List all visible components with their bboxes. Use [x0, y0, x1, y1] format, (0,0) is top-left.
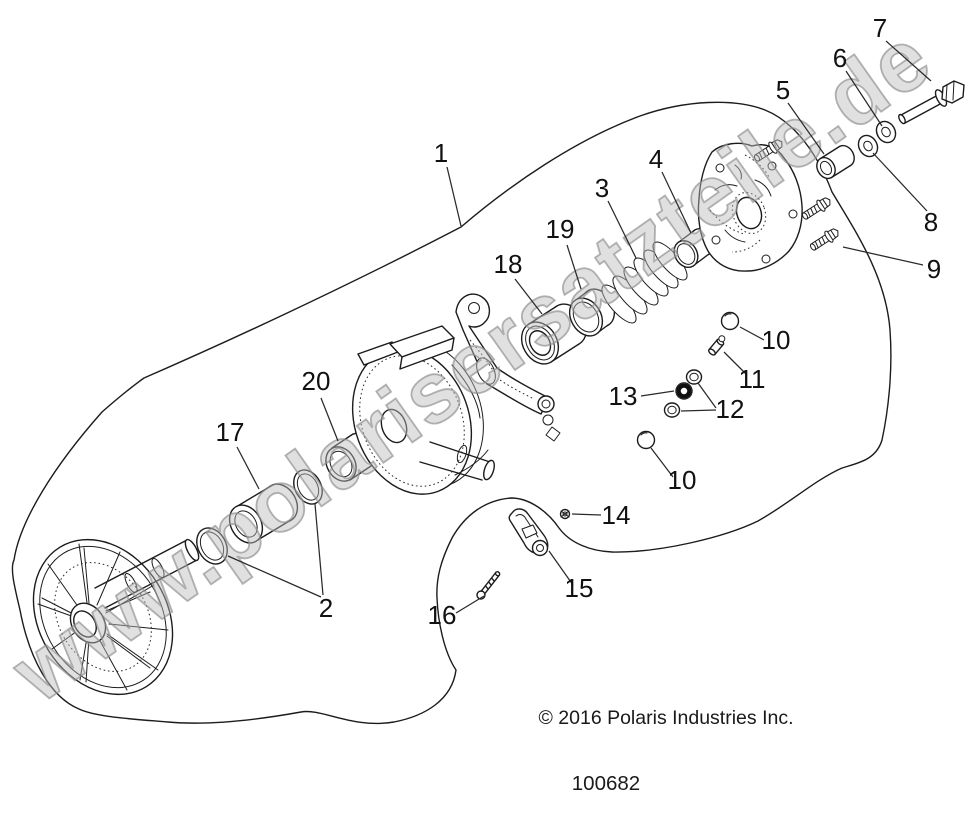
o-ring-rear — [293, 469, 323, 505]
callout-label: 17 — [216, 417, 245, 447]
assembly-outline — [11, 101, 892, 725]
watermark: www.polarisersatzteile.de — [0, 8, 949, 722]
callout-label: 7 — [873, 13, 887, 43]
copyright-text: © 2016 Polaris Industries Inc. — [539, 707, 794, 729]
callout-2: 2 — [227, 503, 333, 623]
callout-6: 6 — [833, 43, 883, 127]
callout-20: 20 — [302, 366, 339, 442]
movable-sheave — [351, 293, 561, 495]
callout-label: 10 — [762, 325, 791, 355]
spacer-17 — [228, 483, 299, 544]
callout-label: 13 — [609, 381, 638, 411]
washer-6 — [875, 120, 897, 144]
callout-label: 11 — [739, 364, 766, 394]
callouts: 1 2 3 4 5 6 7 8 — [216, 13, 942, 630]
lever-15 — [508, 508, 549, 557]
callout-8: 8 — [872, 152, 938, 237]
callout-label: 9 — [927, 254, 941, 284]
bolt-7 — [898, 80, 965, 125]
fixed-sheave-fan — [32, 538, 200, 696]
callout-1: 1 — [434, 138, 462, 227]
footer: © 2016 Polaris Industries Inc. 100682 — [539, 707, 794, 795]
callout-7: 7 — [873, 13, 932, 82]
callout-15: 15 — [548, 550, 594, 603]
callout-18: 18 — [494, 249, 543, 315]
callout-label: 4 — [649, 144, 663, 174]
ball-10-lower — [636, 430, 656, 450]
callout-11: 11 — [723, 351, 766, 394]
spider-arm — [455, 293, 561, 442]
callout-label: 20 — [302, 366, 331, 396]
callout-4: 4 — [649, 144, 692, 234]
washer-8 — [857, 134, 879, 158]
o-ring-front — [196, 527, 228, 565]
callout-label: 12 — [716, 394, 745, 424]
callout-14: 14 — [571, 500, 631, 530]
pin-11 — [708, 335, 726, 356]
ring-13 — [675, 382, 693, 400]
callout-label: 14 — [602, 500, 631, 530]
cover-plate — [697, 142, 803, 272]
callout-12: 12 — [680, 382, 745, 424]
callout-label: 2 — [319, 593, 333, 623]
callout-10-lower: 10 — [650, 447, 697, 495]
spacer-5 — [816, 144, 855, 180]
callout-13: 13 — [609, 381, 675, 411]
sheave-tower — [357, 325, 455, 370]
callout-label: 5 — [776, 75, 790, 105]
clutch-shaft — [94, 538, 200, 609]
callout-16: 16 — [428, 595, 485, 630]
ring-12-upper — [685, 369, 703, 385]
callout-10-upper: 10 — [739, 325, 791, 355]
ring-12-lower — [663, 402, 681, 418]
fan-blades — [37, 543, 169, 691]
pin-16 — [476, 571, 501, 600]
callout-label: 18 — [494, 249, 523, 279]
callout-17: 17 — [216, 417, 260, 490]
drive-spring — [601, 241, 688, 324]
callout-9: 9 — [842, 246, 941, 284]
callout-label: 15 — [565, 573, 594, 603]
callout-label: 19 — [546, 214, 575, 244]
callout-label: 3 — [595, 173, 609, 203]
callout-5: 5 — [776, 75, 825, 155]
sheave-hub-post — [419, 441, 495, 481]
ball-10-upper — [720, 311, 740, 331]
callout-19: 19 — [546, 214, 582, 290]
cover-bolt-c — [807, 225, 842, 254]
cover-bolt-b — [799, 194, 834, 223]
callout-label: 8 — [924, 207, 938, 237]
part-number-text: 100682 — [572, 772, 640, 795]
callout-label: 16 — [428, 600, 457, 630]
callout-3: 3 — [595, 173, 637, 259]
watermark-text: www.polarisersatzteile.de — [0, 9, 948, 721]
callout-label: 6 — [833, 43, 847, 73]
callout-label: 10 — [668, 465, 697, 495]
screw-14 — [559, 508, 571, 520]
callout-label: 1 — [434, 138, 448, 168]
